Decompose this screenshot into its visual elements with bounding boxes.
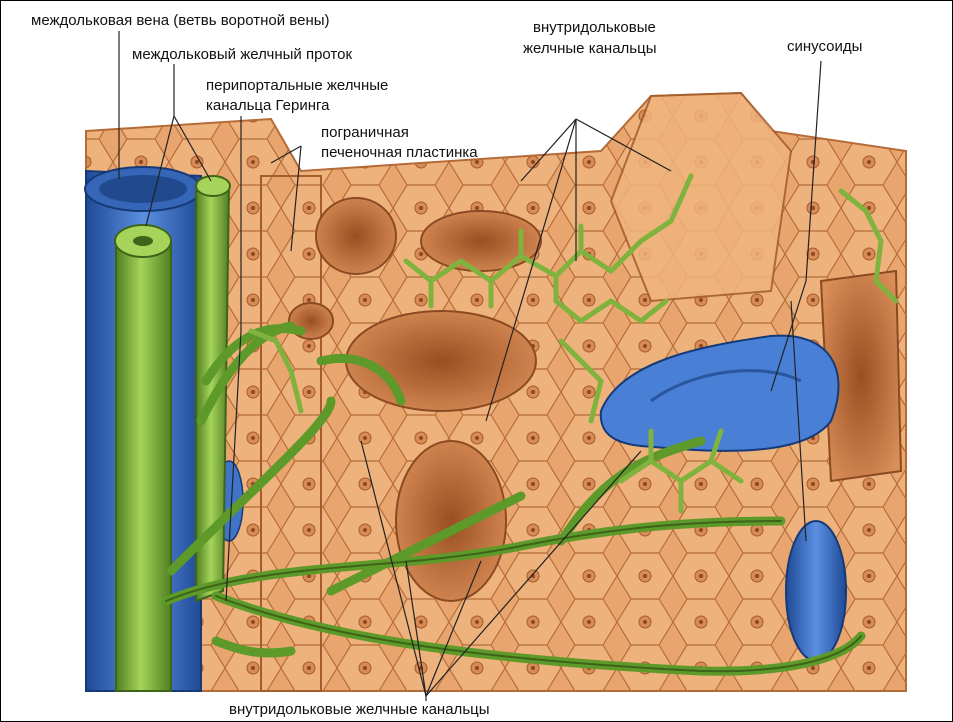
label-hering-canals-line1: перипортальные желчные [206,77,388,95]
label-limiting-plate-line2: печеночная пластинка [321,144,478,162]
label-hering-canals-line2: канальца Геринга [206,97,329,115]
label-interlobular-bile-duct: междольковый желчный проток [132,46,352,64]
label-intralobular-bottom: внутридольковые желчные канальцы [229,701,490,719]
label-sinusoids: синусоиды [787,38,862,56]
label-intralobular-top-line1: внутридольковые [533,19,656,37]
label-limiting-plate-line1: пограничная [321,124,409,142]
label-interlobular-vein: междольковая вена (ветвь воротной вены) [31,12,330,30]
label-intralobular-top-line2: желчные канальцы [523,40,657,58]
